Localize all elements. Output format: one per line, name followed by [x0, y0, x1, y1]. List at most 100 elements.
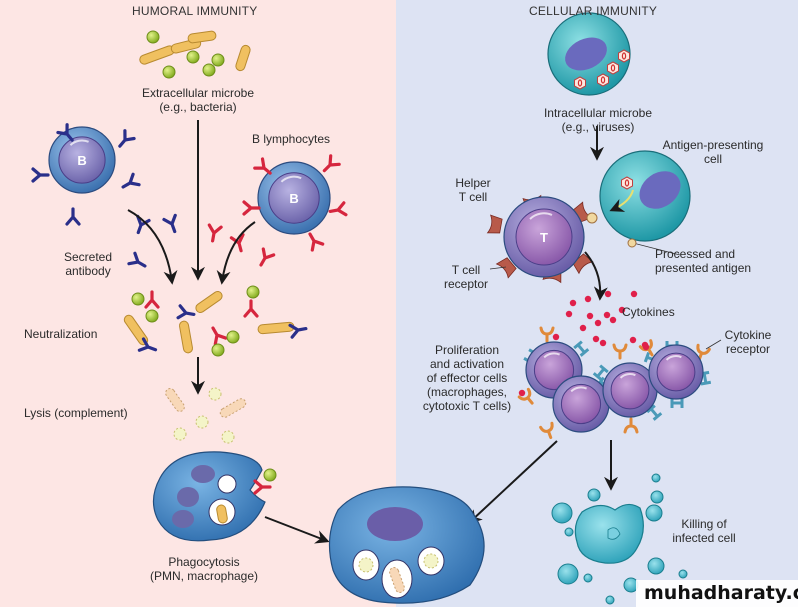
phagocyte-cell — [152, 451, 266, 542]
label-extracellular-microbe: Extracellular microbe (e.g., bacteria) — [132, 86, 264, 114]
antibody-icon — [211, 326, 228, 346]
label-line: Helper — [455, 176, 491, 190]
antibody-icon — [259, 247, 276, 267]
phagocyte-nucleus-lobe — [191, 465, 215, 483]
cytokine-dot — [629, 336, 637, 344]
coccus-bacterium-icon — [202, 63, 216, 77]
virus-core — [624, 179, 630, 187]
label-line: and activation — [429, 357, 505, 371]
cell-nucleus — [565, 37, 607, 71]
coccus-bacterium-icon — [131, 292, 145, 306]
label-line: Proliferation — [434, 343, 500, 357]
virus-core — [610, 64, 616, 72]
apoptotic-bleb — [564, 527, 574, 537]
label-line: Secreted — [64, 250, 113, 264]
activated-macrophage — [328, 486, 485, 604]
rod-body — [179, 320, 193, 354]
highlight — [543, 352, 561, 359]
antibody-icon — [31, 167, 50, 183]
receptor-shape — [517, 387, 534, 405]
arrow-b1-secreted — [127, 209, 178, 285]
receptor-shape — [486, 214, 503, 234]
watermark: muhadharaty.com — [636, 580, 798, 607]
highlight — [529, 212, 553, 220]
rod-body — [219, 398, 247, 418]
antibody-shape — [253, 479, 272, 495]
antibody-shape — [229, 233, 245, 253]
receptor-shape — [612, 343, 628, 360]
apoptotic-bleb — [651, 473, 661, 483]
apoptotic-bleb — [650, 490, 664, 504]
cytokine-dot — [594, 319, 602, 327]
highlight — [665, 355, 682, 361]
t-cell-receptor-icon — [486, 214, 503, 234]
cellular-title: CELLULAR IMMUNITY — [529, 4, 658, 18]
phagocyte-nucleus-lobe — [177, 487, 199, 507]
rod-body — [389, 567, 405, 593]
rod-body — [195, 290, 223, 314]
label-line: Extracellular microbe — [141, 86, 255, 100]
receptor-shape — [539, 421, 554, 440]
processing-arrow — [609, 189, 634, 212]
label-cytokine-receptor: Cytokine receptor — [718, 328, 778, 356]
antibody-icon — [176, 304, 196, 320]
humoral-title: HUMORAL IMMUNITY — [132, 4, 258, 18]
cell-letter: B — [289, 191, 298, 206]
phagocyte-nucleus-lobe — [172, 510, 194, 528]
apoptotic-bleb — [678, 569, 688, 579]
rod-body — [165, 388, 185, 412]
lysed-bacterium-icon — [389, 567, 405, 593]
receptor-shape — [592, 364, 609, 381]
antibody-icon — [65, 207, 81, 226]
virus-icon — [618, 49, 630, 63]
highlight — [280, 175, 302, 183]
cytokine-receptor-icon — [539, 326, 555, 343]
label-line: Intracellular microbe — [543, 106, 653, 120]
label-processed-antigen: Processed and presented antigen — [655, 247, 751, 275]
highlight — [619, 373, 636, 379]
label-line: (macrophages, — [426, 385, 508, 399]
antibody-icon — [253, 157, 272, 175]
leader-line — [632, 242, 681, 256]
label-line: Cytokine — [724, 328, 772, 342]
antibody-icon — [242, 200, 261, 216]
antibody-icon — [322, 154, 341, 173]
surface-receptor-icon — [646, 404, 663, 421]
lysed-coccus-icon — [173, 427, 187, 441]
label-line: T cell — [451, 263, 481, 277]
arrow-effectors-to-macrophage — [467, 440, 558, 524]
nucleus-fragment — [607, 527, 621, 540]
macrophage-nucleus — [367, 507, 423, 541]
cell-nucleus — [533, 349, 575, 391]
arrow-phagocyte-to-macrophage — [264, 516, 330, 544]
label-line: Phagocytosis — [168, 555, 240, 569]
cytokine-dot — [584, 295, 592, 303]
cytokine-dot — [569, 299, 577, 307]
label-secreted-antibody: Secreted antibody — [64, 250, 112, 278]
antibody-shape — [328, 201, 348, 217]
apoptotic-bleb — [605, 595, 615, 605]
virus-capsid — [574, 76, 586, 90]
cytokine-dot — [642, 343, 650, 351]
label-line: of effector cells — [426, 371, 508, 385]
cytokine-dot — [609, 316, 617, 324]
leader-line — [489, 266, 507, 270]
lysed-coccus-icon — [221, 430, 235, 444]
dying-infected-cell — [574, 503, 644, 564]
receptor-shape — [495, 257, 517, 279]
coccus-bacterium-icon — [162, 65, 176, 79]
rod-bacterium-icon — [179, 320, 193, 354]
arrow-b2-secreted — [216, 221, 256, 285]
label-line: T cell — [458, 190, 488, 204]
antibody-icon — [121, 172, 141, 189]
label-antigen-presenting-cell: Antigen-presenting cell — [654, 138, 772, 166]
cell-nucleus — [268, 172, 320, 224]
virus-capsid — [621, 176, 633, 190]
virus-icon — [621, 176, 633, 190]
cytokine-dot — [630, 290, 638, 298]
rod-body — [235, 44, 251, 72]
coccus-bacterium-icon — [263, 468, 277, 482]
b-lymphocyte-1: B — [48, 126, 116, 194]
mhc-antigen-icon — [627, 238, 637, 248]
